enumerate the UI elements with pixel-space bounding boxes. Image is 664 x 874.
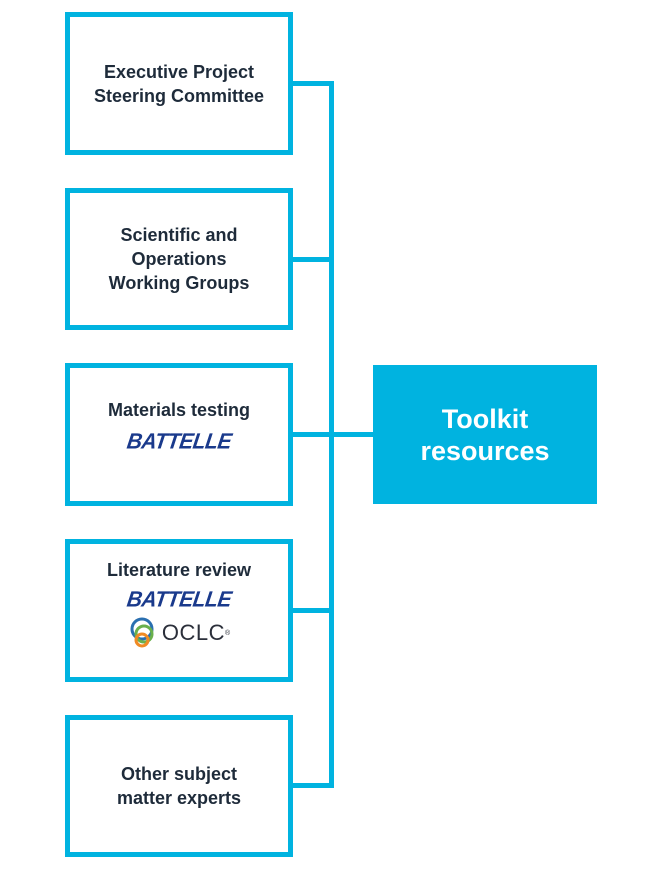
source-box-literature-review: Literature review BATTELLE OCLC® — [65, 539, 293, 682]
connector-5 — [292, 783, 334, 788]
source-box-steering-committee: Executive Project Steering Committee — [65, 12, 293, 155]
target-label: Toolkit resources — [420, 403, 550, 466]
source-box-working-groups: Scientific and Operations Working Groups — [65, 188, 293, 330]
target-toolkit-resources: Toolkit resources — [373, 365, 597, 504]
oclc-wordmark: OCLC — [161, 620, 225, 645]
registered-mark: ® — [224, 629, 231, 637]
connector-2 — [292, 257, 334, 262]
connector-1 — [292, 81, 334, 86]
source-label: Literature review — [106, 560, 252, 580]
source-box-other-experts: Other subject matter experts — [65, 715, 293, 857]
source-label: Materials testing — [107, 400, 251, 420]
connector-3 — [292, 432, 374, 437]
oclc-logo: OCLC® — [128, 616, 230, 650]
source-label: Executive Project Steering Committee — [93, 61, 265, 106]
battelle-logo: BATTELLE — [125, 587, 233, 612]
source-box-materials-testing: Materials testing BATTELLE — [65, 363, 293, 506]
battelle-logo: BATTELLE — [125, 429, 233, 454]
connector-4 — [292, 608, 334, 613]
oclc-rings-icon — [130, 617, 154, 648]
source-label: Other subject matter experts — [116, 764, 242, 808]
source-label: Scientific and Operations Working Groups — [108, 225, 250, 293]
